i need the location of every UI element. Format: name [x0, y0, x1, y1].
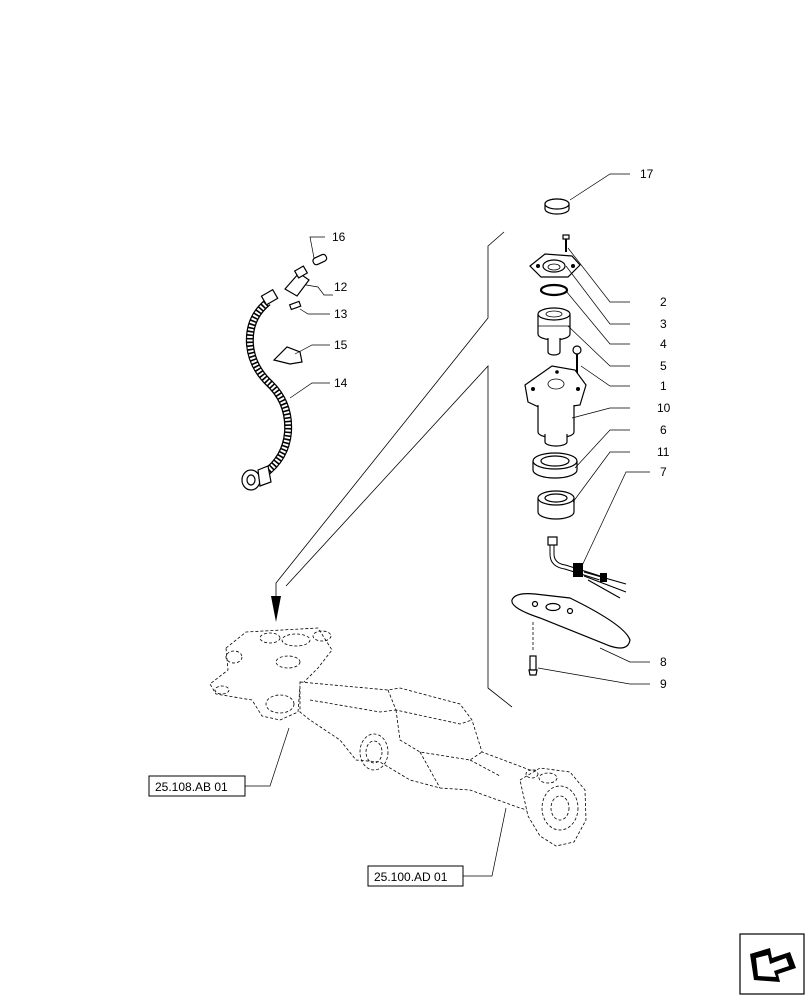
ref-label-left[interactable]: 25.108.AB 01 — [155, 780, 228, 794]
callout-16: 16 — [332, 230, 346, 244]
callout-7: 7 — [660, 465, 667, 479]
callout-11: 11 — [657, 445, 670, 459]
part-6-seal — [532, 452, 578, 479]
part-4-oring — [539, 283, 569, 297]
callout-8: 8 — [660, 655, 667, 669]
part-9-bolt — [528, 622, 538, 676]
axle-assembly — [209, 627, 587, 847]
part-5-sensor-body — [537, 307, 571, 356]
callout-6: 6 — [660, 423, 667, 437]
callout-4: 4 — [660, 337, 667, 351]
callout-12: 12 — [334, 280, 348, 294]
callout-13: 13 — [334, 307, 348, 321]
part-15-clamp — [272, 346, 303, 365]
part-12-fitting — [284, 265, 310, 297]
next-page-arrow-icon[interactable] — [739, 933, 805, 995]
part-7-cable — [547, 536, 627, 599]
part-13-bolt — [288, 300, 302, 311]
callout-17: 17 — [640, 167, 654, 181]
part-14-hose — [241, 288, 293, 491]
callout-10: 10 — [657, 401, 671, 415]
part-10-housing — [524, 365, 587, 447]
callout-3: 3 — [660, 317, 667, 331]
callout-labels: 17 2 3 4 5 1 10 6 11 7 8 9 16 12 13 15 1… — [332, 167, 671, 691]
callout-5: 5 — [660, 359, 667, 373]
callout-14: 14 — [334, 376, 348, 390]
callout-15: 15 — [334, 338, 348, 352]
part-8-plate — [511, 593, 631, 649]
part-3-ring — [529, 253, 581, 278]
explosion-bracket — [271, 231, 513, 708]
part-16-plug — [312, 253, 328, 266]
callout-1: 1 — [660, 379, 667, 393]
callout-2: 2 — [660, 295, 667, 309]
callout-9: 9 — [660, 677, 667, 691]
ref-label-bottom[interactable]: 25.100.AD 01 — [374, 870, 448, 884]
ref-box-left[interactable]: 25.108.AB 01 — [148, 775, 246, 797]
ref-box-bottom[interactable]: 25.100.AD 01 — [367, 865, 464, 887]
part-17-cap — [544, 198, 570, 215]
part-11-bearing — [537, 490, 575, 520]
leader-lines — [245, 173, 650, 877]
part-2-screw — [562, 234, 570, 252]
